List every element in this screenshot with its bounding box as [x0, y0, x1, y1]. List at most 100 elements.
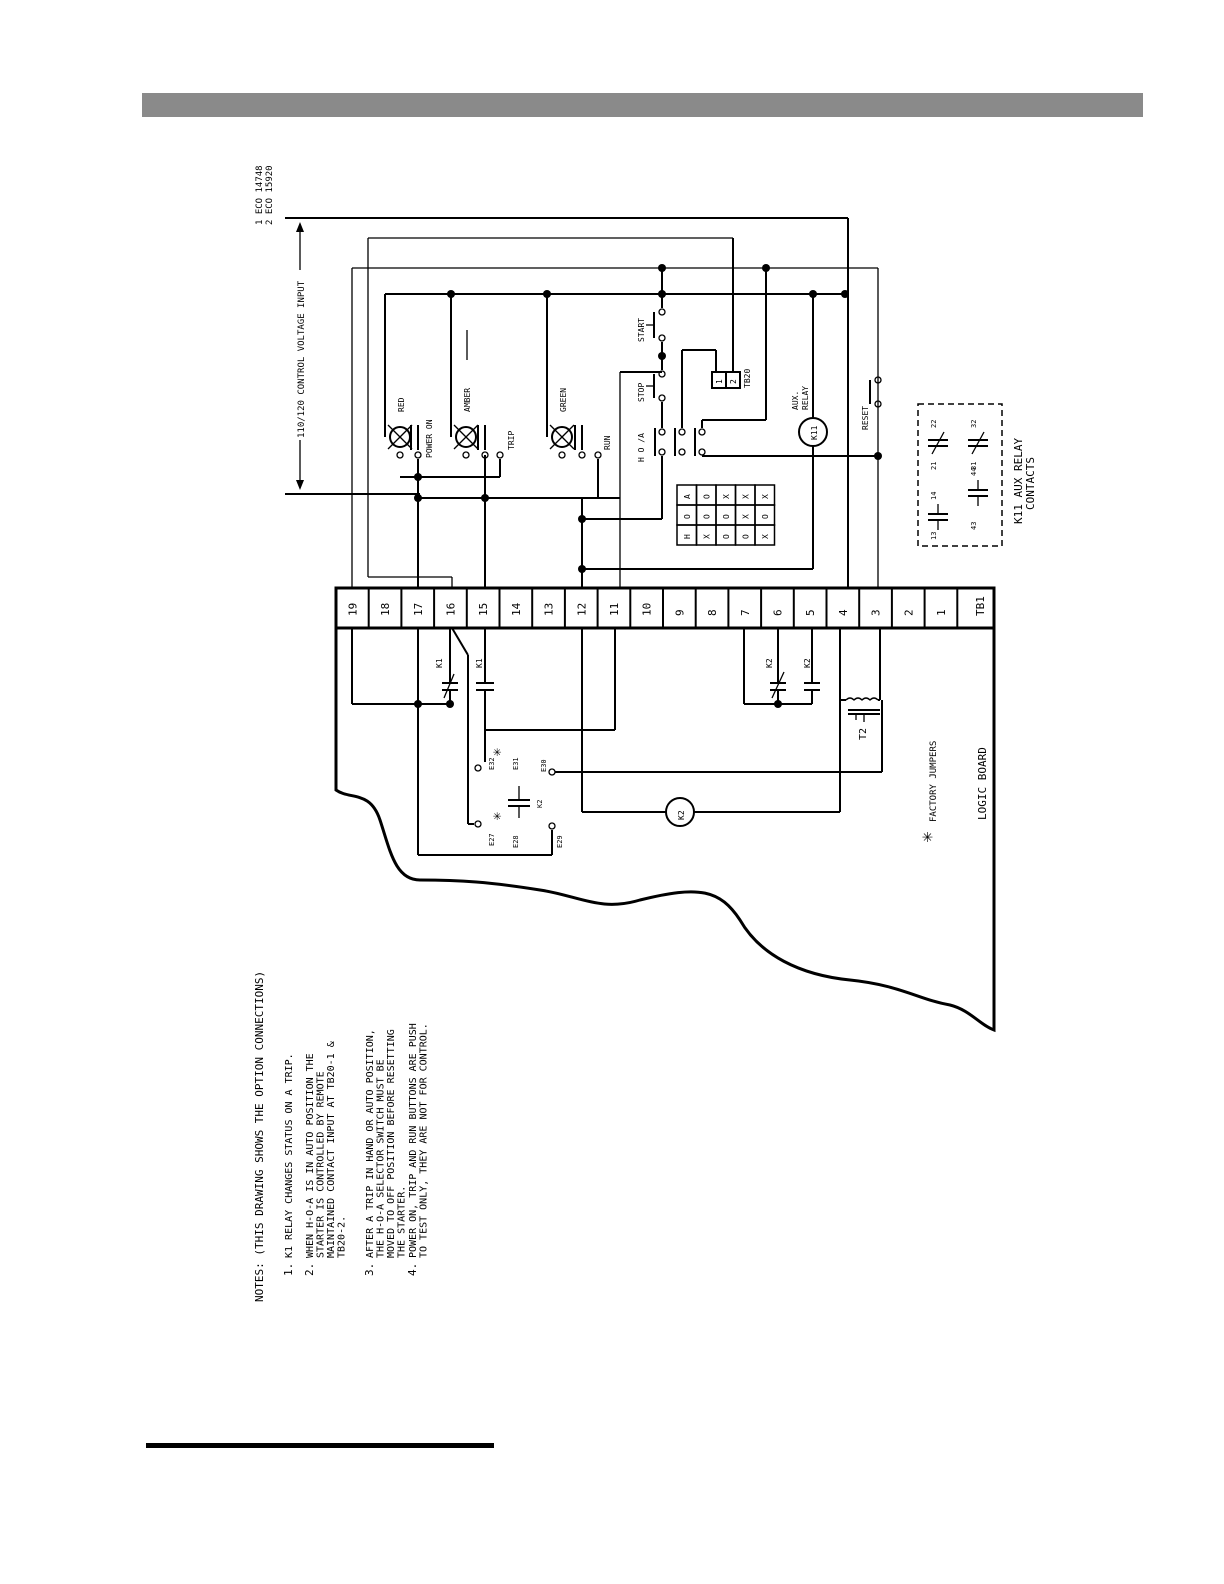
- revision-block: 1 ECO 14748 2 ECO 15920: [255, 165, 275, 225]
- k2-no-label: K2: [803, 658, 812, 668]
- start-label: START: [637, 318, 646, 342]
- tb1-label: TB1: [974, 596, 987, 616]
- stop-label: STOP: [637, 383, 646, 402]
- hoa-cell: X: [741, 514, 750, 519]
- note-line: POWER ON, TRIP AND RUN BUTTONS ARE PUSH: [408, 1023, 419, 1258]
- tb20-term-2: 2: [729, 379, 738, 384]
- e32-label: E32: [488, 757, 496, 770]
- revision-1: 1 ECO 14748: [255, 165, 265, 225]
- amber-label: AMBER: [463, 388, 472, 412]
- note-line: STARTER IS CONTROLLED BY REMOTE: [316, 1071, 327, 1258]
- tb1-terminal-16: 16: [444, 603, 457, 616]
- aux-contact-31: 31: [970, 462, 978, 470]
- note-line: MOVED TO OFF POSITION BEFORE RESETTING: [386, 1029, 397, 1258]
- note-line: THE H-O-A SELECTOR SWITCH MUST BE: [376, 1059, 387, 1258]
- start-stop-hoa: START STOP H O /A: [620, 268, 878, 519]
- note-line: THE STARTER.: [397, 1186, 408, 1258]
- aux-relay-label-2: RELAY: [801, 386, 810, 410]
- trip-label: TRIP: [507, 431, 516, 450]
- tb1-terminal-3: 3: [870, 609, 883, 616]
- aux-contact-32: 32: [970, 420, 978, 428]
- note-line: TB20-2.: [337, 1216, 348, 1258]
- hoa-cell: X: [702, 534, 711, 539]
- green-pilot-light: GREEN RUN: [546, 294, 612, 498]
- t2-label: T2: [858, 728, 869, 740]
- revision-2: 2 ECO 15920: [265, 165, 275, 225]
- k11-aux-contacts: 13 14 43 44 21 22 31 32 K11 AUX RELAY CO…: [917, 403, 1037, 547]
- reset-button-symbol: RESET: [861, 376, 882, 430]
- hoa-cell: X: [761, 534, 770, 539]
- red-pilot-light: RED POWER ON: [384, 294, 434, 477]
- aux-relay-label-1: AUX.: [791, 391, 800, 410]
- star-jumper-2: ✳: [493, 808, 502, 824]
- tb1-terminal-6: 6: [771, 609, 784, 616]
- footer-rule: [146, 1443, 494, 1448]
- note-number: 1.: [282, 1263, 295, 1276]
- hoa-cell: O: [722, 514, 731, 519]
- e29-label: E29: [556, 835, 564, 848]
- tb1-terminal-8: 8: [706, 609, 719, 616]
- hoa-cell: X: [761, 494, 770, 499]
- notes-heading: NOTES: (THIS DRAWING SHOWS THE OPTION CO…: [253, 971, 266, 1302]
- tb1-terminal-9: 9: [673, 609, 686, 616]
- note-line: TO TEST ONLY, THEY ARE NOT FOR CONTROL.: [419, 1023, 430, 1258]
- tb1-terminal-18: 18: [379, 603, 392, 616]
- notes-block: NOTES: (THIS DRAWING SHOWS THE OPTION CO…: [253, 971, 430, 1302]
- tb1-terminal-13: 13: [543, 603, 556, 616]
- hoa-cell: O: [741, 534, 750, 539]
- tb20-label: TB20: [743, 369, 752, 388]
- tb20-term-1: 1: [715, 379, 724, 384]
- k1-nc-label: K1: [435, 658, 444, 668]
- control-voltage-label: 110/120 CONTROL VOLTAGE INPUT: [297, 280, 307, 438]
- tb20-terminal-block: 1 2 TB20: [711, 369, 752, 389]
- tb1-terminal-17: 17: [412, 603, 425, 616]
- hoa-label: H O /A: [637, 433, 646, 462]
- k2-nc-label: K2: [765, 658, 774, 668]
- hoa-cell: H: [683, 534, 692, 539]
- k11-label: K11: [810, 425, 819, 440]
- tb1-terminal-12: 12: [575, 603, 588, 616]
- note-line: WHEN H-O-A IS IN AUTO POSITION THE: [305, 1053, 316, 1258]
- note-number: 3.: [363, 1263, 376, 1276]
- logic-board-label: LOGIC BOARD: [976, 747, 989, 820]
- aux-contacts-title-2: CONTACTS: [1024, 457, 1037, 510]
- power-on-label: POWER ON: [425, 419, 434, 458]
- star-jumper-1: ✳: [493, 744, 502, 760]
- note-number: 2.: [303, 1263, 316, 1276]
- k2-contact-label: K2: [536, 800, 544, 808]
- note-line: MAINTAINED CONTACT INPUT AT TB20-1 &: [326, 1041, 337, 1258]
- k2-coil-label: K2: [677, 810, 686, 820]
- hoa-cell: O: [702, 514, 711, 519]
- hoa-cell: O: [702, 494, 711, 499]
- k1-no-label: K1: [475, 658, 484, 668]
- hoa-cell: X: [722, 494, 731, 499]
- e31-label: E31: [512, 757, 520, 770]
- hoa-cell: A: [683, 494, 692, 499]
- aux-contact-22: 22: [930, 420, 938, 428]
- green-label: GREEN: [559, 388, 568, 412]
- aux-contact-43: 43: [970, 522, 978, 530]
- aux-contact-13: 13: [930, 532, 938, 540]
- tb1-terminal-10: 10: [641, 603, 654, 616]
- tb1-terminal-14: 14: [510, 602, 523, 616]
- hoa-cell: O: [761, 514, 770, 519]
- aux-contact-21: 21: [930, 462, 938, 470]
- tb1-terminal-7: 7: [739, 609, 752, 616]
- logic-board-outline: [334, 628, 996, 1033]
- hoa-cell: O: [683, 514, 692, 519]
- note-line: AFTER A TRIP IN HAND OR AUTO POSITION,: [365, 1029, 376, 1258]
- e27-label: E27: [488, 833, 496, 846]
- red-label: RED: [397, 397, 406, 412]
- board-legend: ✳ FACTORY JUMPERS LOGIC BOARD: [922, 741, 989, 847]
- hoa-truth-table: H O A X O O O O X O X X X O X: [676, 484, 776, 546]
- e28-label: E28: [512, 835, 520, 848]
- note-line: K1 RELAY CHANGES STATUS ON A TRIP.: [284, 1053, 295, 1258]
- tb1-terminal-15: 15: [477, 603, 490, 616]
- amber-pilot-light: AMBER TRIP: [450, 294, 516, 477]
- hoa-cell: O: [722, 534, 731, 539]
- tb1-terminal-19: 19: [346, 603, 359, 616]
- hoa-cell: X: [741, 494, 750, 499]
- tb1-terminal-5: 5: [804, 609, 817, 616]
- reset-label: RESET: [861, 406, 870, 430]
